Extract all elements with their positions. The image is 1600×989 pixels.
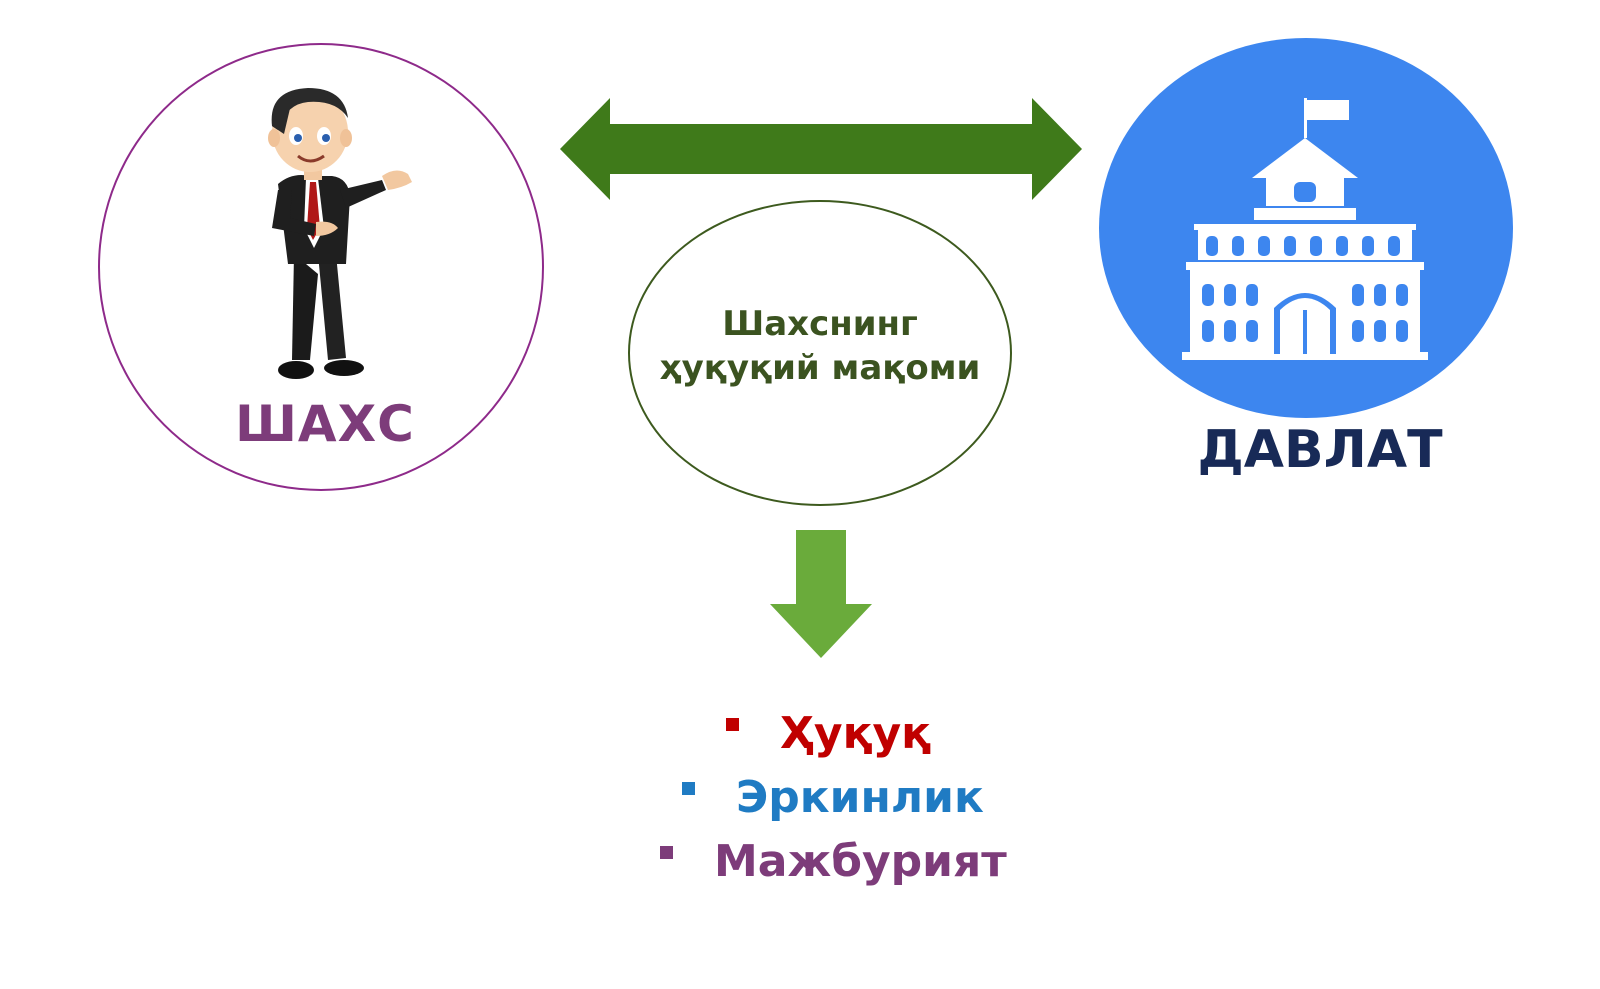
state-label: ДАВЛАТ [1197,420,1443,480]
bullet-icon [660,846,673,859]
person-label: ШАХС [235,395,415,453]
list-item-label: Ҳуқуқ [780,708,932,759]
status-text: Шахснинг ҳуқуқий мақоми [640,302,1000,390]
list-item-duty: Мажбурият [640,834,1040,890]
bullet-icon [682,782,695,795]
bullet-icon [726,718,739,731]
status-line-1: Шахснинг [722,304,918,344]
double-arrow-icon [560,98,1082,200]
government-building-icon [1182,98,1428,360]
list-item-label: Эркинлик [736,772,984,823]
down-arrow-icon [770,530,872,658]
businessman-icon [268,88,412,379]
status-ellipse [628,200,1012,506]
list-item-label: Мажбурият [714,836,1007,887]
status-line-2: ҳуқуқий мақоми [659,348,981,388]
list-item-rights: Ҳуқуқ [640,706,1040,762]
list-item-freedom: Эркинлик [640,770,1040,826]
